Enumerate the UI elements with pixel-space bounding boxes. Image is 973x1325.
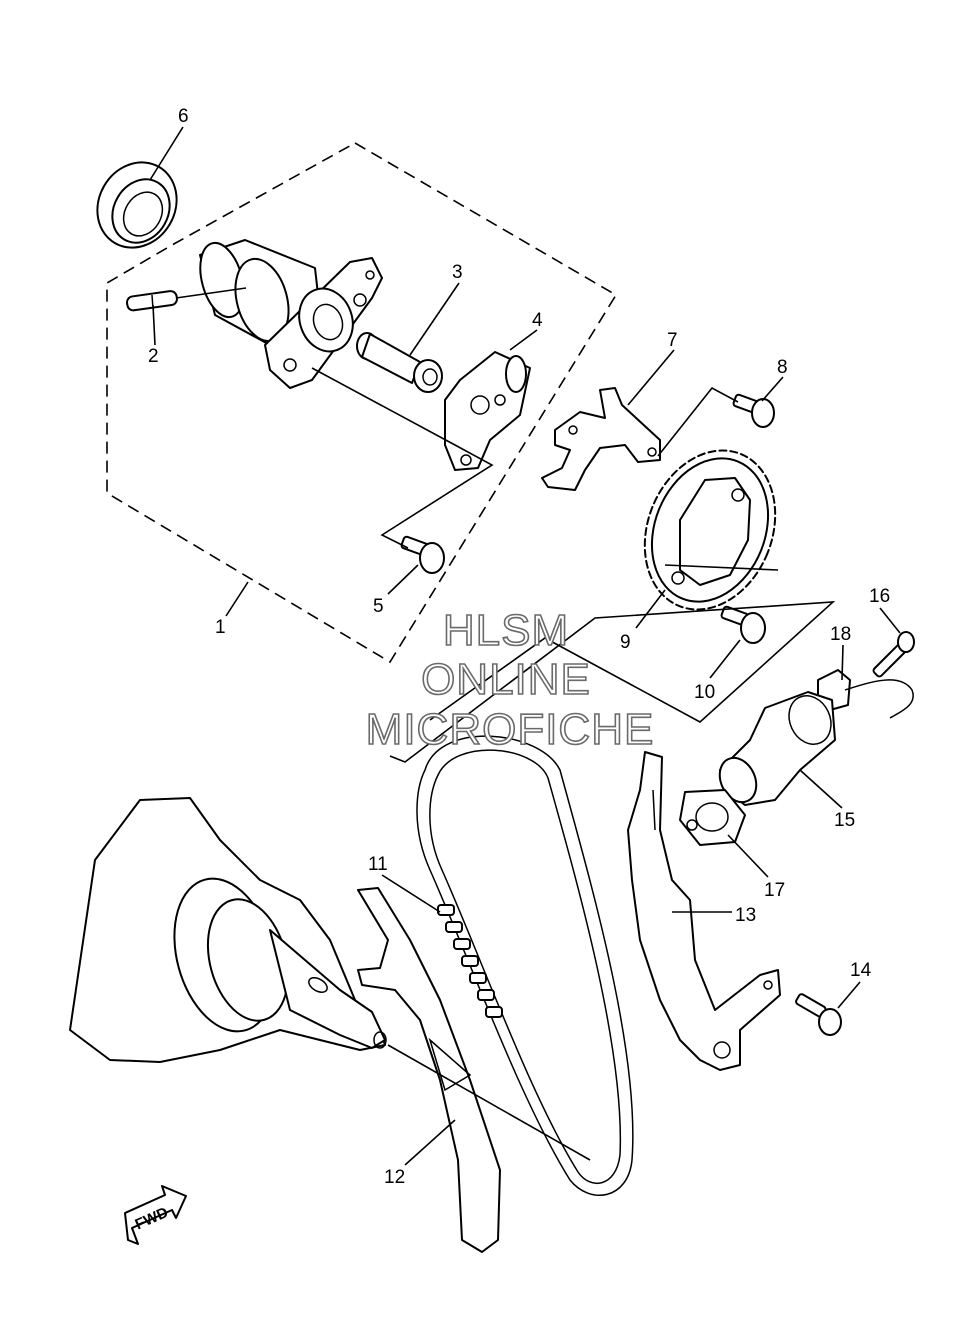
callout-4: 4	[532, 310, 543, 331]
callout-17: 17	[764, 880, 785, 901]
watermark: HLSM ONLINE MICROFICHE	[365, 605, 655, 755]
assembly-boundary-1	[106, 142, 618, 664]
callout-11: 11	[368, 854, 388, 875]
watermark-line-3: MICROFICHE	[366, 705, 655, 754]
part-14-bolt	[795, 993, 842, 1036]
part-10-bolt	[720, 605, 766, 644]
part-16-bolt	[872, 631, 915, 678]
callout-16: 16	[869, 586, 890, 607]
callout-18: 18	[830, 624, 851, 645]
callout-10: 10	[694, 682, 715, 703]
leader-lines	[149, 126, 901, 1166]
callout-13: 13	[735, 905, 756, 926]
part-1-camshaft-assembly	[199, 239, 383, 389]
callout-labels: 6 2 3 4 5 1 7 8 9 10 16 18 15 17 13 14 1…	[148, 106, 890, 1188]
part-8-bolt	[732, 393, 775, 428]
callout-3: 3	[452, 262, 463, 283]
part-17-gasket	[679, 789, 746, 846]
part-15-tensioner	[718, 691, 836, 806]
callout-5: 5	[373, 596, 384, 617]
callout-6: 6	[178, 106, 189, 127]
part-3-shaft	[356, 332, 443, 393]
callout-12: 12	[384, 1167, 405, 1188]
callout-14: 14	[850, 960, 872, 981]
fwd-badge: FWD	[124, 1185, 187, 1245]
part-7-plate	[541, 387, 661, 491]
part-13-chain-guide	[627, 751, 781, 1071]
callout-9: 9	[620, 632, 631, 653]
callout-2: 2	[148, 346, 159, 367]
callout-1: 1	[215, 617, 226, 638]
part-2-dowel-pin	[126, 290, 178, 312]
callout-8: 8	[777, 357, 788, 378]
part-4-lever	[444, 351, 531, 471]
watermark-line-1: HLSM	[443, 606, 569, 655]
part-11-cam-chain	[416, 735, 634, 1196]
part-5-bolt	[400, 535, 445, 574]
part-6-bearing	[96, 161, 178, 249]
chain-links	[437, 904, 503, 1018]
crankshaft	[69, 797, 387, 1063]
callout-15: 15	[834, 810, 855, 831]
forward-arrow-icon	[124, 1185, 187, 1245]
callout-7: 7	[667, 330, 678, 351]
part-12-chain-guide	[357, 887, 501, 1253]
watermark-line-2: ONLINE	[421, 655, 591, 704]
